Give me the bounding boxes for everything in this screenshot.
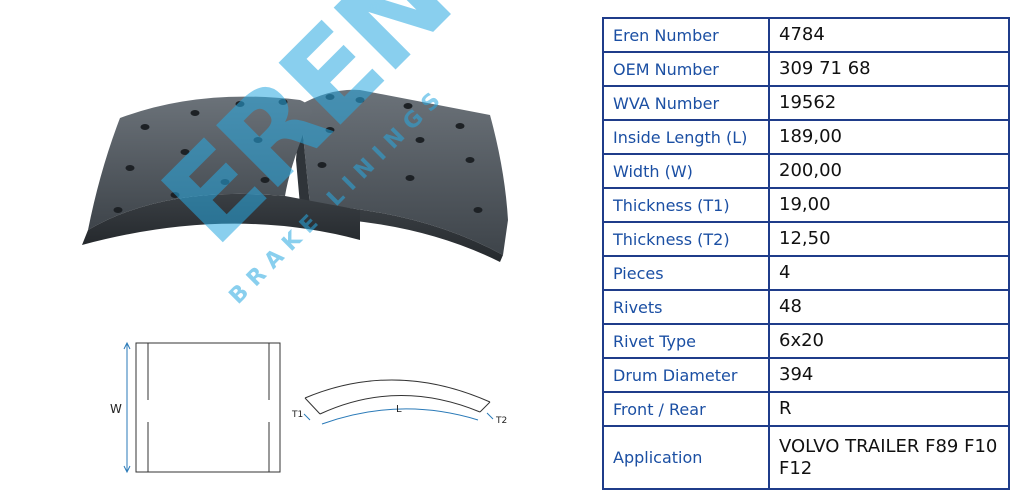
spec-label: OEM Number <box>602 51 770 87</box>
table-row: Application VOLVO TRAILER F89 F10 F12 <box>602 425 1010 490</box>
spec-label: Drum Diameter <box>602 357 770 393</box>
table-row: Eren Number 4784 <box>602 17 1010 53</box>
table-row: Drum Diameter 394 <box>602 357 1010 393</box>
width-diagram <box>123 341 281 474</box>
spec-label: WVA Number <box>602 85 770 121</box>
table-row: Thickness (T1) 19,00 <box>602 187 1010 223</box>
table-row: Thickness (T2) 12,50 <box>602 221 1010 257</box>
spec-label: Thickness (T1) <box>602 187 770 223</box>
brake-lining-illustration: EREN BRAKE LININGS ® W L T1 T2 <box>82 0 508 474</box>
spec-label: Application <box>602 425 770 490</box>
spec-label: Width (W) <box>602 153 770 189</box>
spec-label: Thickness (T2) <box>602 221 770 257</box>
table-row: Rivets 48 <box>602 289 1010 325</box>
width-label: W <box>110 402 122 416</box>
spec-table: Eren Number 4784 OEM Number 309 71 68 WV… <box>602 17 1010 490</box>
rivet-holes <box>113 94 483 213</box>
table-row: WVA Number 19562 <box>602 85 1010 121</box>
arc-diagram <box>303 379 494 425</box>
spec-value: 394 <box>768 357 1010 393</box>
spec-value: 12,50 <box>768 221 1010 257</box>
spec-label: Pieces <box>602 255 770 291</box>
spec-value: R <box>768 391 1010 427</box>
spec-value: 6x20 <box>768 323 1010 359</box>
spec-value: 309 71 68 <box>768 51 1010 87</box>
table-row: Rivet Type 6x20 <box>602 323 1010 359</box>
table-row: Front / Rear R <box>602 391 1010 427</box>
table-row: Inside Length (L) 189,00 <box>602 119 1010 155</box>
t1-label: T1 <box>291 410 303 420</box>
spec-value: 189,00 <box>768 119 1010 155</box>
front-lining <box>82 96 360 245</box>
length-label: L <box>396 404 402 415</box>
table-row: OEM Number 309 71 68 <box>602 51 1010 87</box>
spec-label: Rivets <box>602 289 770 325</box>
spec-label: Front / Rear <box>602 391 770 427</box>
spec-value: 200,00 <box>768 153 1010 189</box>
product-area: EREN BRAKE LININGS ® W L T1 T2 <box>82 0 508 474</box>
spec-value: 4 <box>768 255 1010 291</box>
spec-value: VOLVO TRAILER F89 F10 F12 <box>768 425 1010 490</box>
spec-value: 19562 <box>768 85 1010 121</box>
spec-label: Eren Number <box>602 17 770 53</box>
table-row: Width (W) 200,00 <box>602 153 1010 189</box>
table-row: Pieces 4 <box>602 255 1010 291</box>
spec-label: Rivet Type <box>602 323 770 359</box>
spec-value: 19,00 <box>768 187 1010 223</box>
spec-value: 48 <box>768 289 1010 325</box>
t2-label: T2 <box>495 416 507 426</box>
watermark-registered: ® <box>368 0 382 16</box>
spec-label: Inside Length (L) <box>602 119 770 155</box>
spec-value: 4784 <box>768 17 1010 53</box>
